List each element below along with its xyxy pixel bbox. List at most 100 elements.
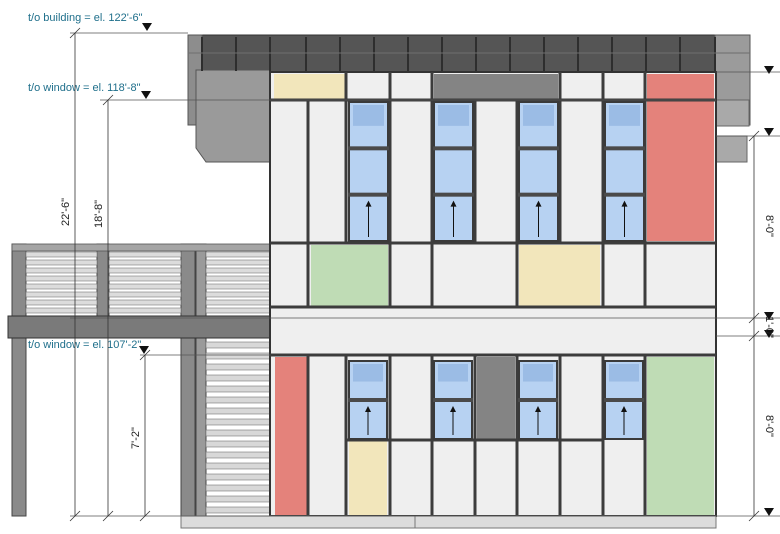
window-mullion	[518, 398, 558, 402]
operable-arrow-head	[450, 406, 456, 412]
green-panel	[311, 245, 388, 306]
window-mullion	[604, 146, 645, 151]
window-mullion	[433, 398, 473, 402]
window-mullion	[433, 146, 474, 151]
stair-tread	[205, 440, 271, 448]
stair-tread	[205, 429, 271, 437]
railing-slat	[25, 267, 98, 274]
upper-window-4	[604, 101, 645, 242]
window-reflection	[523, 364, 553, 382]
level-lines	[70, 32, 780, 517]
railing-slat	[25, 259, 98, 266]
railing-slat	[108, 299, 182, 306]
gray-panel	[434, 74, 558, 99]
stair-tread	[205, 363, 271, 371]
window-reflection	[353, 364, 383, 382]
window-mullion	[348, 146, 389, 151]
dim-floor-band: 1'-0"	[763, 316, 775, 338]
parapet-ribs	[188, 37, 750, 71]
window-mullion	[433, 192, 474, 197]
dim-to-upper-window: 18'-8"	[93, 200, 105, 228]
gray-panel	[477, 357, 515, 440]
stair-treads	[205, 341, 271, 514]
windows	[348, 101, 645, 440]
stair-tread	[205, 484, 271, 492]
upper-window-3	[518, 101, 559, 242]
railing-slat	[108, 307, 182, 314]
level-marker-upper-window	[141, 91, 151, 99]
railing-slat	[205, 283, 271, 290]
lower-window-2	[433, 360, 473, 440]
operable-arrow-head	[365, 406, 371, 412]
railing-top-rail	[11, 243, 271, 252]
dim-lower-floor: 8'-0"	[763, 415, 775, 437]
stair-tread	[205, 462, 271, 470]
label-lower-window-top: t/o window = el. 107'-2"	[28, 339, 141, 351]
window-reflection	[353, 105, 384, 126]
railing-slat	[108, 259, 182, 266]
level-marker-building	[142, 23, 152, 31]
green-panel	[647, 357, 714, 515]
railing-slat	[25, 299, 98, 306]
railing-slat	[205, 299, 271, 306]
yellow-panel	[349, 440, 387, 515]
facade	[269, 71, 717, 517]
stair-tread	[205, 418, 271, 426]
yellow-panel	[274, 74, 346, 99]
facade-panels	[274, 74, 714, 515]
foundation-slab	[180, 515, 717, 529]
stair-tread	[205, 385, 271, 393]
red-panel	[647, 101, 714, 241]
stair-tread	[205, 396, 271, 404]
lower-window-4	[604, 360, 644, 440]
railing-slat	[205, 275, 271, 282]
railing-slat	[205, 307, 271, 314]
operable-arrow-head	[621, 200, 628, 207]
operable-arrow-head	[535, 406, 541, 412]
dim-upper-floor: 8'-0"	[763, 215, 775, 237]
level-marker-right-3	[764, 312, 774, 320]
window-mullion	[604, 192, 645, 197]
railing-slat	[108, 267, 182, 274]
railing-slat	[205, 291, 271, 298]
railing-slat	[205, 267, 271, 274]
dimension-lines	[69, 27, 760, 522]
upper-window-2	[433, 101, 474, 242]
window-reflection	[438, 364, 468, 382]
stair-tread	[205, 352, 271, 360]
window-mullion	[348, 192, 389, 197]
window-reflection	[609, 364, 639, 382]
stair-tread	[205, 341, 271, 349]
roof-parapet	[187, 34, 751, 163]
railing-slat	[108, 251, 182, 258]
red-panel	[647, 74, 714, 99]
railing-slat	[205, 259, 271, 266]
railing-slat	[108, 275, 182, 282]
level-marker-right-5	[764, 508, 774, 516]
deck-railing	[11, 243, 271, 314]
level-marker-right-2	[764, 128, 774, 136]
window-reflection	[523, 105, 554, 126]
window-reflection	[438, 105, 469, 126]
railing-slat	[25, 251, 98, 258]
railing-slat	[25, 307, 98, 314]
railing-slat	[25, 283, 98, 290]
stair-tread	[205, 473, 271, 481]
operable-arrow-head	[365, 200, 372, 207]
yellow-panel	[519, 245, 600, 306]
dim-overall-height: 22'-6"	[60, 198, 72, 226]
stair-tread	[205, 506, 271, 514]
window-reflection	[609, 105, 640, 126]
window-mullion	[518, 146, 559, 151]
operable-arrow-head	[535, 200, 542, 207]
level-marker-right-1	[764, 66, 774, 74]
window-mullion	[348, 398, 388, 402]
lower-window-1	[348, 360, 388, 440]
label-upper-window-top: t/o window = el. 118'-8"	[28, 82, 141, 94]
level-markers	[139, 23, 774, 516]
stair-tread	[205, 374, 271, 382]
window-mullion	[518, 192, 559, 197]
railing-slat	[25, 291, 98, 298]
stair-tread	[205, 495, 271, 503]
